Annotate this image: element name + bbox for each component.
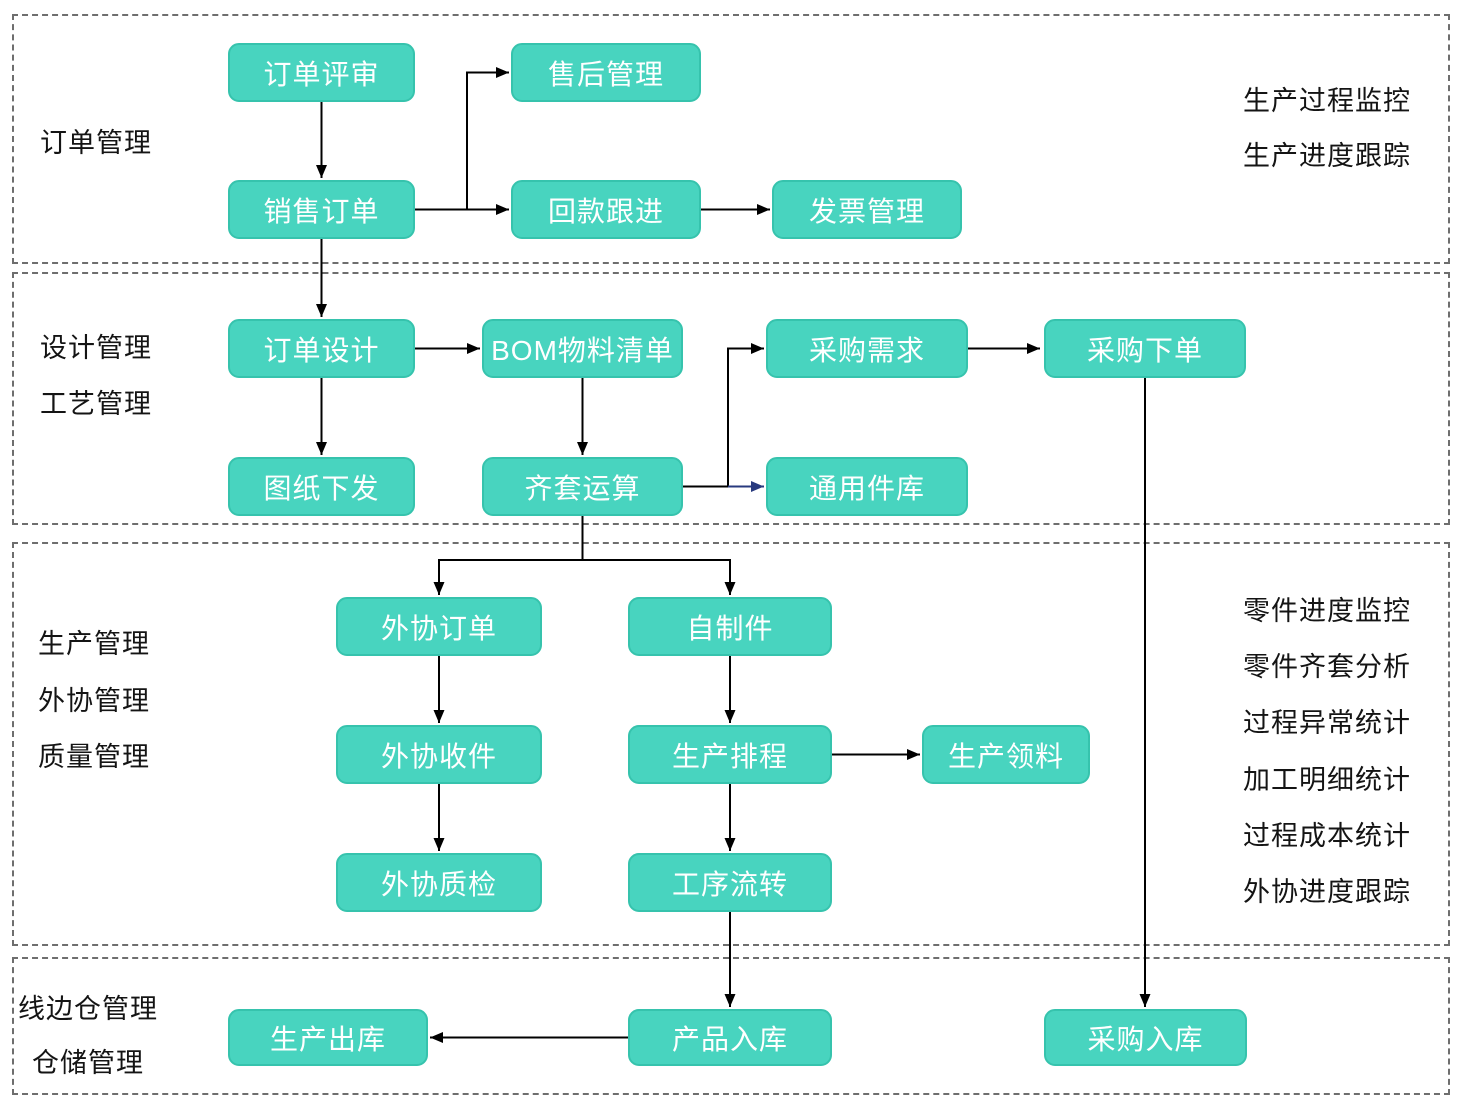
label-production-process-monitor: 生产过程监控 [1243, 86, 1411, 116]
label-part-kitting-analysis: 零件齐套分析 [1243, 652, 1411, 682]
node-bom-list: BOM物料清单 [482, 319, 683, 378]
label-order-management: 订单管理 [40, 128, 152, 158]
node-sales-order: 销售订单 [228, 180, 415, 239]
node-outsource-order: 外协订单 [336, 597, 542, 656]
section-order-management [12, 14, 1450, 264]
label-part-progress-monitor: 零件进度监控 [1243, 596, 1411, 626]
node-production-schedule: 生产排程 [628, 725, 832, 784]
node-purchase-order: 采购下单 [1044, 319, 1246, 378]
node-process-flow: 工序流转 [628, 853, 832, 912]
node-outsource-qc: 外协质检 [336, 853, 542, 912]
node-purchase-demand: 采购需求 [766, 319, 968, 378]
label-machining-detail-stats: 加工明细统计 [1243, 765, 1411, 795]
label-production-management: 生产管理 [38, 629, 150, 659]
node-common-parts-lib: 通用件库 [766, 457, 968, 516]
section-production [12, 542, 1450, 946]
node-product-inbound: 产品入库 [628, 1009, 832, 1066]
label-storage-management: 仓储管理 [32, 1048, 144, 1078]
section-design-process [12, 272, 1450, 525]
node-self-made-parts: 自制件 [628, 597, 832, 656]
section-warehouse [12, 957, 1450, 1095]
label-design-management: 设计管理 [40, 333, 152, 363]
node-order-review: 订单评审 [228, 43, 415, 102]
node-after-sales: 售后管理 [511, 43, 701, 102]
node-outsource-receive: 外协收件 [336, 725, 542, 784]
node-drawing-release: 图纸下发 [228, 457, 415, 516]
label-production-progress-track: 生产进度跟踪 [1243, 141, 1411, 171]
label-outsource-management: 外协管理 [38, 686, 150, 716]
label-process-management: 工艺管理 [40, 389, 152, 419]
label-process-cost-stats: 过程成本统计 [1243, 821, 1411, 851]
node-kitting-calc: 齐套运算 [482, 457, 683, 516]
node-invoice-mgmt: 发票管理 [772, 180, 962, 239]
node-payment-followup: 回款跟进 [511, 180, 701, 239]
label-process-exception-stats: 过程异常统计 [1243, 708, 1411, 738]
node-production-picking: 生产领料 [922, 725, 1090, 784]
node-order-design: 订单设计 [228, 319, 415, 378]
node-production-outbound: 生产出库 [228, 1009, 428, 1066]
label-outsource-progress-track: 外协进度跟踪 [1243, 877, 1411, 907]
node-purchase-inbound: 采购入库 [1044, 1009, 1247, 1066]
label-quality-management: 质量管理 [38, 742, 150, 772]
label-lineside-warehouse: 线边仓管理 [18, 994, 158, 1024]
